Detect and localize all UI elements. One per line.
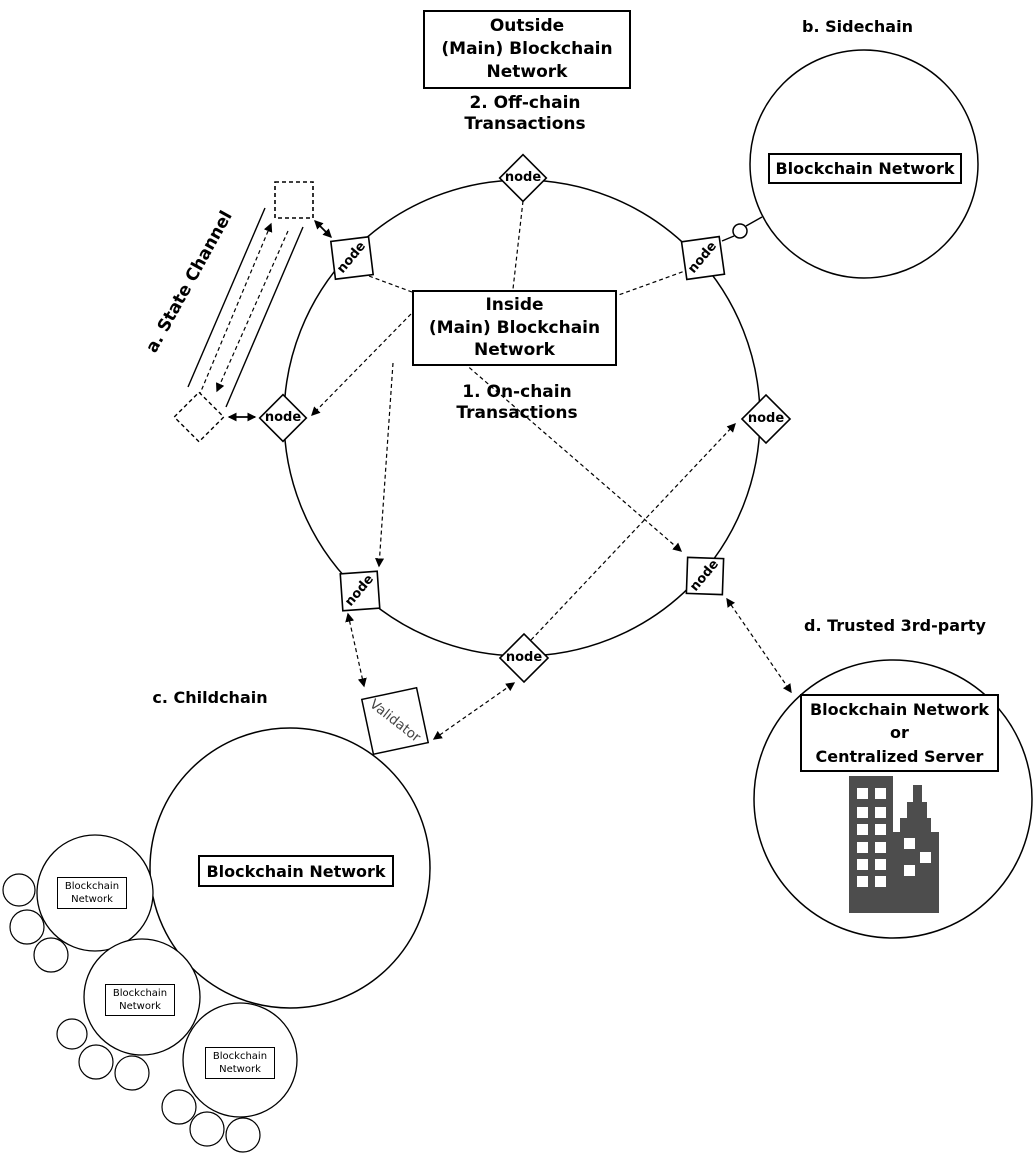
trusted-network-box: Blockchain Network or Centralized Server <box>800 694 999 772</box>
state-channel-top-double-arrow <box>314 220 332 238</box>
state-channel-border-line <box>225 226 304 408</box>
inside-network-box: Inside (Main) Blockchain Network <box>412 290 617 366</box>
childchain-small-network-box: Blockchain Network <box>57 877 127 909</box>
childchain-small-circle <box>78 1044 114 1080</box>
state-channel-border-line <box>187 207 266 388</box>
validator-square <box>360 686 430 756</box>
childchain-small-circle <box>114 1055 150 1091</box>
node-top-right-square <box>680 235 726 281</box>
state-channel-down-arrow <box>215 230 289 393</box>
state-channel-group <box>173 181 332 443</box>
childchain-small-circle <box>161 1089 197 1125</box>
state-channel-endpoint-box <box>274 181 314 219</box>
childchain-small-circle <box>33 937 69 973</box>
childchain-small-circle <box>9 909 45 945</box>
dashed-link-topnode-insidebox <box>512 200 524 290</box>
dashed-link-insidebox-toprightnode <box>612 270 686 298</box>
childchain-network-box: Blockchain Network <box>198 855 394 887</box>
node-top-left-square <box>329 235 375 281</box>
node-bottom-left-square <box>339 570 381 612</box>
childchain-label: c. Childchain <box>152 688 268 707</box>
dashed-arrow-bottomleftnode-validator <box>345 612 367 688</box>
sidechain-link-line <box>745 216 763 227</box>
node-left-label: node <box>264 410 302 425</box>
on-chain-transactions-label: 1. On-chain Transactions <box>456 382 578 424</box>
outside-network-box: Outside (Main) Blockchain Network <box>423 10 631 89</box>
building-icon <box>849 776 939 913</box>
childchain-small-network-box: Blockchain Network <box>105 984 175 1016</box>
dashed-arrow-bottomnode-rightnode <box>530 423 736 641</box>
off-chain-transactions-label: 2. Off-chain Transactions <box>464 93 586 135</box>
node-left-diamond <box>258 393 308 443</box>
childchain-small-circle <box>56 1018 88 1050</box>
node-bottom-diamond <box>498 632 550 684</box>
sidechain-label: b. Sidechain <box>802 17 913 36</box>
sidechain-link-ring <box>732 223 748 239</box>
childchain-small-circle <box>189 1111 225 1147</box>
state-channel-endpoint-diamond <box>173 391 225 443</box>
node-right-label: node <box>747 411 785 426</box>
trusted-third-party-label: d. Trusted 3rd-party <box>804 616 986 635</box>
childchain-small-network-box: Blockchain Network <box>205 1047 275 1079</box>
dashed-arrow-validator-bottomnode <box>432 682 516 740</box>
dashed-arrow-insidebox-leftnode <box>311 313 412 416</box>
state-channel-up-arrow <box>198 222 273 397</box>
childchain-small-circle <box>2 873 36 907</box>
dashed-arrow-bottomrightnode-trusted <box>726 597 792 694</box>
node-right-diamond <box>740 393 792 445</box>
node-bottom-right-square <box>685 556 725 596</box>
node-bottom-label: node <box>505 650 543 665</box>
dashed-link-topleftnode-insidebox <box>368 275 413 293</box>
sidechain-network-box: Blockchain Network <box>768 153 962 184</box>
sidechain-link-line <box>721 235 735 242</box>
dashed-arrow-insidebox-bottomrightnode <box>463 362 683 552</box>
node-top-label: node <box>504 170 542 185</box>
dashed-arrow-insidebox-bottomleftnode <box>375 362 394 568</box>
childchain-small-circle <box>225 1117 261 1153</box>
node-top-diamond <box>498 153 548 203</box>
